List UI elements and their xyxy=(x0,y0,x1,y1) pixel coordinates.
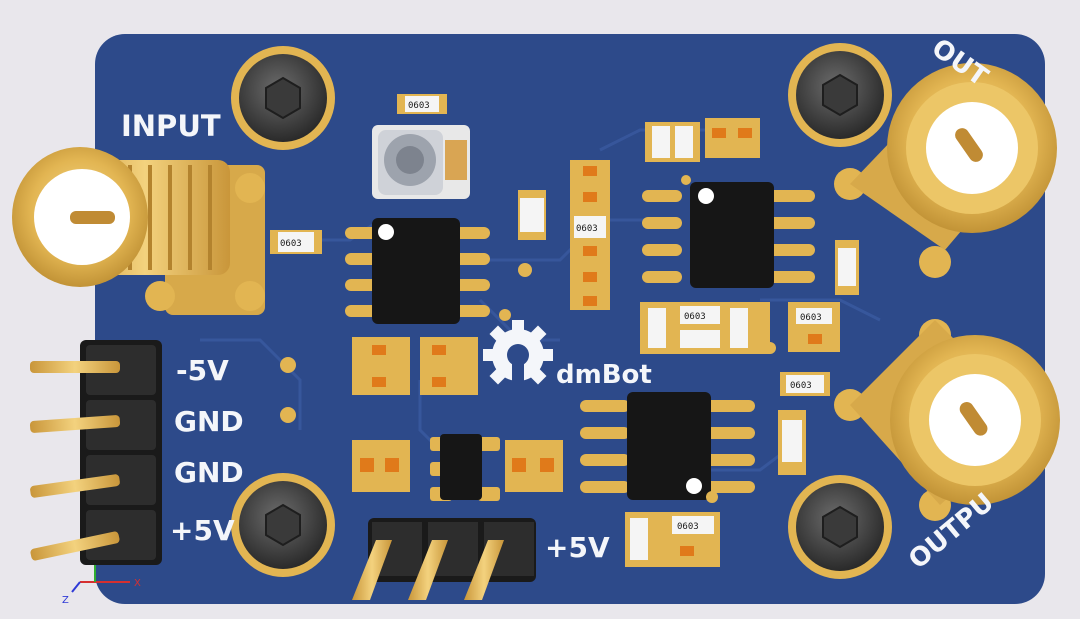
header-label-pos5v: +5V xyxy=(170,514,235,547)
mounting-screw-top-right xyxy=(788,43,892,147)
mounting-screw-bottom-right xyxy=(788,475,892,579)
header-label-neg5v: -5V xyxy=(176,354,229,387)
smd-middle-cluster: 0603 0603 0603 xyxy=(640,240,859,475)
pin-header-3pin xyxy=(352,518,536,600)
ic-chip-soic8-right-bottom xyxy=(580,392,755,500)
smd-top-right-cluster xyxy=(645,118,760,162)
pcb-board xyxy=(95,34,1045,604)
resistor-label: 0603 xyxy=(790,381,812,391)
mounting-screw-bottom-left xyxy=(231,473,335,577)
axis-indicator: X Z xyxy=(62,565,141,606)
ic-chip-soic8-left xyxy=(345,218,490,324)
input-label: INPUT xyxy=(121,109,221,143)
resistor-label: 0603 xyxy=(280,239,302,249)
ic-chip-soic8-right-top xyxy=(642,182,815,288)
header-label-gnd-2: GND xyxy=(174,456,244,489)
vias xyxy=(280,175,776,503)
sma-connector-output-bottom xyxy=(834,319,1060,521)
capacitor-column: 0603 xyxy=(570,160,610,310)
axis-x-label: X xyxy=(134,578,141,589)
resistor-label: 0603 xyxy=(576,224,598,234)
resistor-label: 0603 xyxy=(677,522,699,532)
resistor-0603-vertical xyxy=(518,190,546,240)
pin-header-4pin xyxy=(29,340,162,565)
resistor-0603-input: 0603 xyxy=(270,230,322,254)
resistor-0603-top: 0603 xyxy=(397,94,447,114)
sma-connector-output-top xyxy=(834,63,1057,278)
jumper-label-pos5v: +5V xyxy=(545,531,610,564)
resistor-label: 0603 xyxy=(800,313,822,323)
mounting-screw-top-left xyxy=(231,46,335,150)
trimmer-potentiometer xyxy=(372,125,470,199)
axis-z-label: Z xyxy=(62,595,69,606)
smd-left-caps xyxy=(352,337,563,492)
logo-text: dmBot xyxy=(556,360,652,390)
header-label-gnd-1: GND xyxy=(174,405,244,438)
passive-components: 0603 0603 0603 xyxy=(270,94,859,567)
sma-connector-input xyxy=(12,147,265,315)
resistor-label: 0603 xyxy=(408,101,430,111)
smd-bottom-cluster: 0603 xyxy=(625,512,720,567)
transistor-sot23 xyxy=(430,434,500,501)
resistor-label: 0603 xyxy=(684,312,706,322)
dmbot-gear-logo xyxy=(483,320,553,393)
